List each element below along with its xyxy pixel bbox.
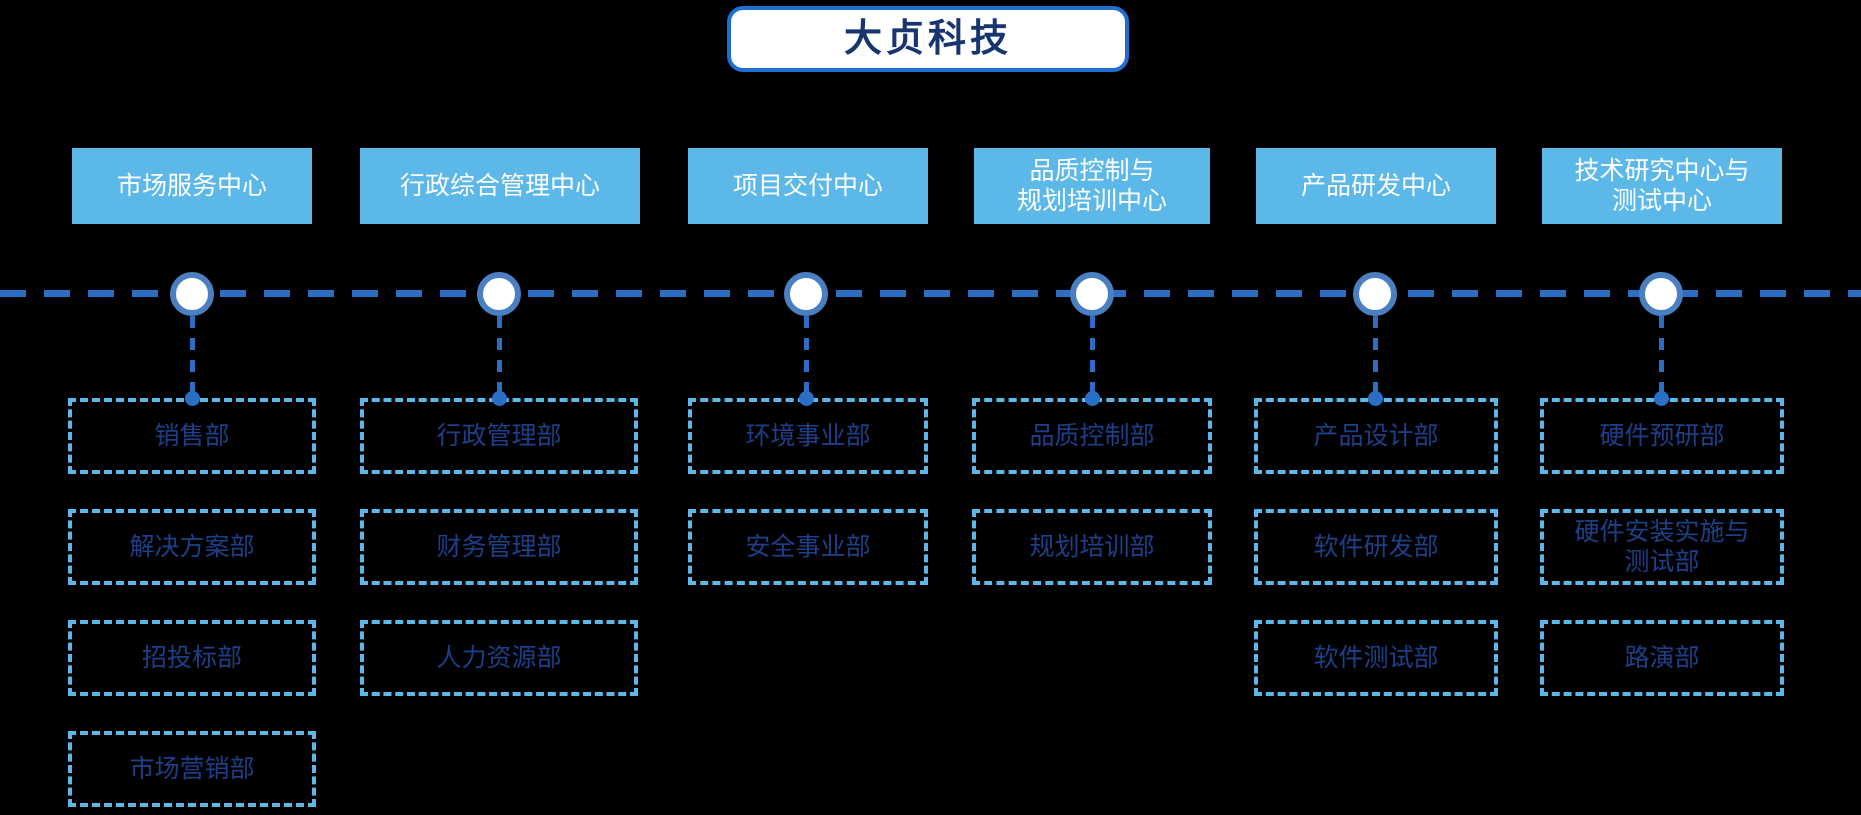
dept-label-line1: 硬件安装实施与 (1574, 517, 1750, 546)
dept-label: 硬件预研部 (1599, 421, 1725, 450)
center-box-label: 项目交付中心 (732, 171, 883, 200)
center-box-admin-management[interactable]: 行政综合管理中心 (360, 148, 640, 224)
dept-box-c3-r1[interactable]: 环境事业部 (688, 398, 928, 474)
dept-label: 硬件安装实施与 测试部 (1574, 517, 1749, 578)
center-box-label-line1: 技术研究中心与 (1574, 156, 1750, 185)
timeline-node-4[interactable] (1070, 272, 1114, 316)
dept-box-c6-r2[interactable]: 硬件安装实施与 测试部 (1540, 509, 1784, 585)
dept-label: 人力资源部 (436, 643, 562, 672)
dept-label: 行政管理部 (436, 421, 562, 450)
timeline-node-1[interactable] (170, 272, 214, 316)
timeline-axis (0, 290, 1861, 297)
connector-stem-4 (1089, 316, 1095, 398)
dept-box-c2-r1[interactable]: 行政管理部 (360, 398, 638, 474)
connector-dot-5 (1367, 391, 1383, 406)
dept-label: 解决方案部 (129, 532, 255, 561)
connector-dot-3 (798, 391, 814, 406)
dept-box-c1-r4[interactable]: 市场营销部 (68, 731, 316, 807)
center-box-label-line1: 品质控制与 (1029, 156, 1155, 185)
dept-box-c1-r2[interactable]: 解决方案部 (68, 509, 316, 585)
center-box-product-rd[interactable]: 产品研发中心 (1256, 148, 1496, 224)
dept-label: 财务管理部 (436, 532, 562, 561)
company-title-box: 大贞科技 (727, 6, 1129, 72)
dept-box-c3-r2[interactable]: 安全事业部 (688, 509, 928, 585)
center-box-quality-planning[interactable]: 品质控制与 规划培训中心 (974, 148, 1210, 224)
dept-label: 软件研发部 (1313, 532, 1439, 561)
connector-stem-5 (1372, 316, 1378, 398)
dept-box-c6-r1[interactable]: 硬件预研部 (1540, 398, 1784, 474)
connector-dot-6 (1653, 391, 1669, 406)
center-box-label: 品质控制与 规划培训中心 (1017, 156, 1167, 217)
dept-label: 市场营销部 (129, 754, 255, 783)
connector-stem-1 (189, 316, 195, 398)
dept-box-c4-r2[interactable]: 规划培训部 (972, 509, 1212, 585)
dept-box-c2-r2[interactable]: 财务管理部 (360, 509, 638, 585)
center-box-label: 产品研发中心 (1300, 171, 1451, 200)
dept-box-c5-r2[interactable]: 软件研发部 (1254, 509, 1498, 585)
center-box-label: 市场服务中心 (116, 171, 267, 200)
center-box-label: 行政综合管理中心 (399, 171, 600, 200)
center-box-label-line2: 测试中心 (1611, 187, 1712, 215)
dept-label: 路演部 (1624, 643, 1700, 672)
dept-label: 产品设计部 (1313, 421, 1439, 450)
connector-stem-2 (496, 316, 502, 398)
dept-box-c2-r3[interactable]: 人力资源部 (360, 620, 638, 696)
connector-dot-4 (1084, 391, 1100, 406)
dept-label-line2: 测试部 (1624, 548, 1700, 576)
center-box-label: 技术研究中心与 测试中心 (1574, 156, 1749, 217)
timeline-node-3[interactable] (784, 272, 828, 316)
dept-label: 规划培训部 (1029, 532, 1155, 561)
dept-box-c5-r1[interactable]: 产品设计部 (1254, 398, 1498, 474)
connector-stem-3 (803, 316, 809, 398)
dept-box-c4-r1[interactable]: 品质控制部 (972, 398, 1212, 474)
dept-label: 环境事业部 (745, 421, 871, 450)
connector-dot-1 (184, 391, 200, 406)
timeline-node-6[interactable] (1639, 272, 1683, 316)
dept-label: 品质控制部 (1029, 421, 1155, 450)
dept-box-c1-r1[interactable]: 销售部 (68, 398, 316, 474)
center-box-tech-research-test[interactable]: 技术研究中心与 测试中心 (1542, 148, 1782, 224)
dept-label: 安全事业部 (745, 532, 871, 561)
connector-dot-2 (491, 391, 507, 406)
center-box-label-line2: 规划培训中心 (1016, 187, 1167, 215)
center-box-market-service[interactable]: 市场服务中心 (72, 148, 312, 224)
dept-label: 招投标部 (141, 643, 242, 672)
timeline-node-2[interactable] (477, 272, 521, 316)
dept-box-c1-r3[interactable]: 招投标部 (68, 620, 316, 696)
connector-stem-6 (1658, 316, 1664, 398)
dept-label: 销售部 (154, 421, 230, 450)
timeline-node-5[interactable] (1353, 272, 1397, 316)
center-box-project-delivery[interactable]: 项目交付中心 (688, 148, 928, 224)
dept-box-c5-r3[interactable]: 软件测试部 (1254, 620, 1498, 696)
page-title: 大贞科技 (843, 18, 1012, 60)
dept-box-c6-r3[interactable]: 路演部 (1540, 620, 1784, 696)
dept-label: 软件测试部 (1313, 643, 1439, 672)
